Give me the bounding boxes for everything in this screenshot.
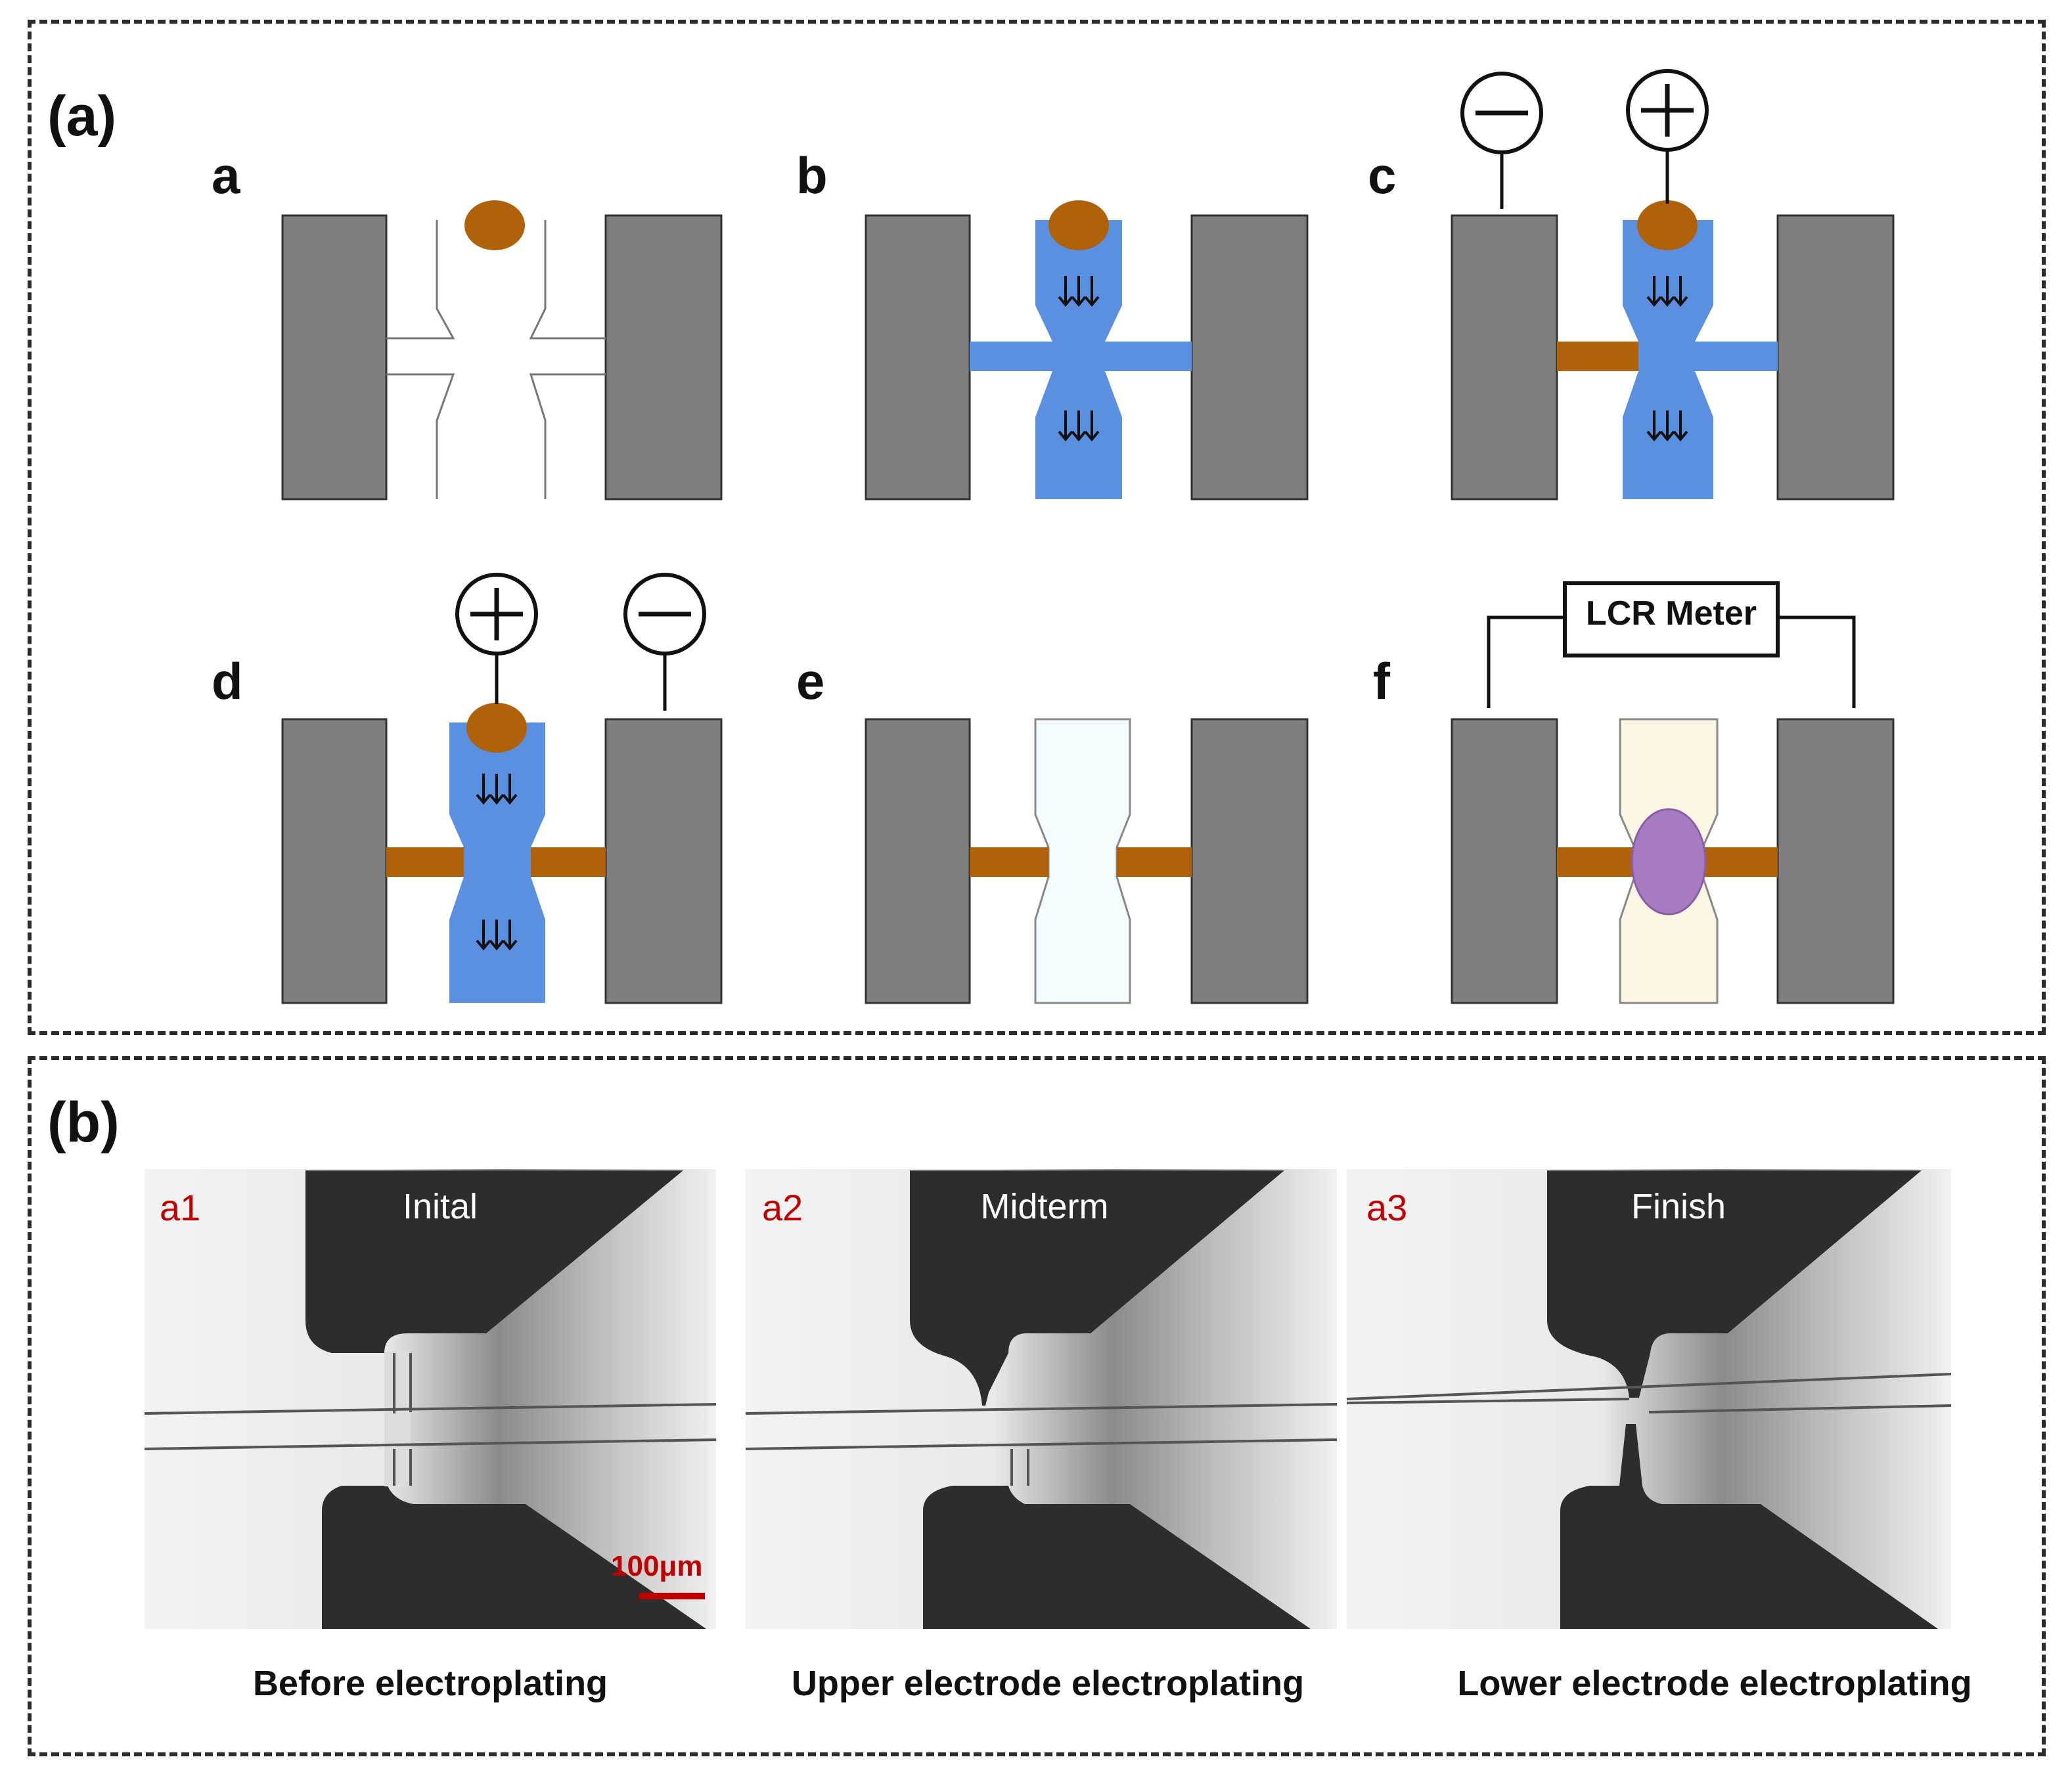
step-c-diagram <box>1451 69 1895 500</box>
right-electrode <box>604 214 723 500</box>
micrograph-a3 <box>1346 1169 1952 1629</box>
image-title-a1: Inital <box>402 1187 478 1226</box>
copper-droplet <box>1048 200 1109 250</box>
step-letter-f: f <box>1373 652 1390 710</box>
cell-icon <box>1631 808 1707 916</box>
caption-a3: Lower electrode electroplating <box>1457 1664 1972 1703</box>
step-f-diagram <box>1451 581 1895 1004</box>
left-electrode <box>281 214 388 500</box>
panel-b-frame <box>28 1056 2046 1756</box>
channel-outline <box>386 220 606 499</box>
copper-droplet <box>464 200 525 250</box>
copper-plating-left <box>386 847 464 877</box>
lcr-meter-box <box>1563 581 1780 657</box>
image-title-a3: Finish <box>1631 1187 1726 1226</box>
image-tag-a1: a1 <box>160 1187 201 1228</box>
step-letter-a: a <box>212 146 240 204</box>
image-tag-a3: a3 <box>1366 1187 1408 1228</box>
step-letter-c: c <box>1368 146 1397 204</box>
copper-plating-left <box>1557 342 1638 371</box>
scale-bar-label: 100μm <box>611 1550 703 1582</box>
step-b-diagram <box>865 200 1309 500</box>
lcr-meter-label: LCR Meter <box>1585 594 1757 633</box>
micrograph-a1 <box>144 1169 717 1629</box>
scale-bar <box>639 1593 705 1599</box>
step-letter-e: e <box>796 652 825 710</box>
panel-a-frame <box>28 20 2046 1035</box>
micrograph-a2 <box>745 1169 1338 1629</box>
step-e-diagram <box>865 718 1309 1004</box>
image-tag-a2: a2 <box>762 1187 803 1228</box>
step-d-diagram <box>281 573 723 1004</box>
step-letter-d: d <box>212 652 243 710</box>
panel-a-label: (a) <box>47 85 117 148</box>
step-letter-b: b <box>796 146 828 204</box>
meter-wire <box>1778 615 1856 708</box>
process-diagram <box>281 69 1895 1004</box>
panel-b-label: (b) <box>47 1091 120 1154</box>
caption-a1: Before electroplating <box>252 1664 608 1703</box>
step-a-diagram <box>281 200 723 500</box>
caption-a2: Upper electrode electroplating <box>791 1664 1305 1703</box>
meter-wire <box>1487 615 1565 708</box>
blue-liquid <box>970 220 1192 499</box>
copper-plating-right <box>531 847 606 877</box>
image-title-a2: Midterm <box>980 1187 1109 1226</box>
